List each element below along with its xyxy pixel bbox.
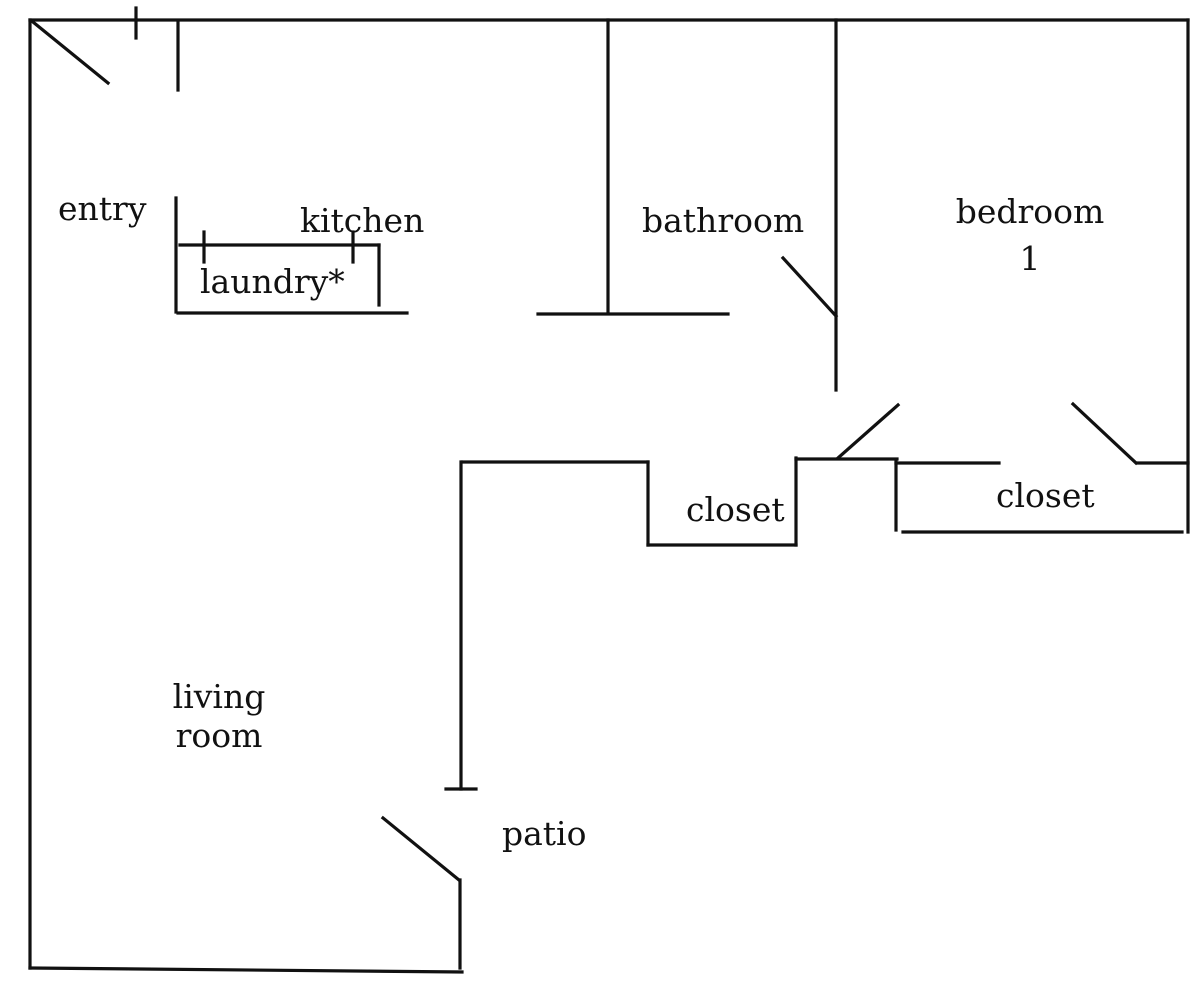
patio-door-swing — [380, 815, 462, 883]
wall-bottom — [28, 966, 464, 974]
label-kitchen: kitchen — [300, 201, 424, 240]
label-closet-hall: closet — [686, 490, 785, 529]
bedroom-closet-door-swing — [1070, 401, 1139, 466]
label-bedroom: bedroom — [956, 192, 1105, 231]
label-patio: patio — [502, 814, 586, 853]
hall-closet — [461, 402, 901, 547]
living-room-walls — [380, 460, 478, 970]
bedroom-closet — [894, 401, 1190, 534]
label-living: living — [173, 677, 266, 716]
bathroom-door-swing — [780, 255, 839, 319]
label-living-room: room — [176, 716, 263, 755]
entry-door — [30, 6, 180, 92]
room-labels: entry kitchen laundry* bathroom bedroom … — [58, 189, 1104, 853]
label-laundry: laundry* — [200, 262, 345, 301]
bathroom-walls — [536, 18, 839, 392]
label-closet-bedroom: closet — [996, 476, 1095, 515]
bedroom-door-swing — [835, 402, 901, 461]
entry-door-swing — [30, 19, 111, 86]
label-entry: entry — [58, 189, 147, 228]
kitchen-counter — [174, 196, 409, 315]
label-bedroom-number: 1 — [1020, 239, 1041, 278]
label-bathroom: bathroom — [642, 201, 804, 240]
